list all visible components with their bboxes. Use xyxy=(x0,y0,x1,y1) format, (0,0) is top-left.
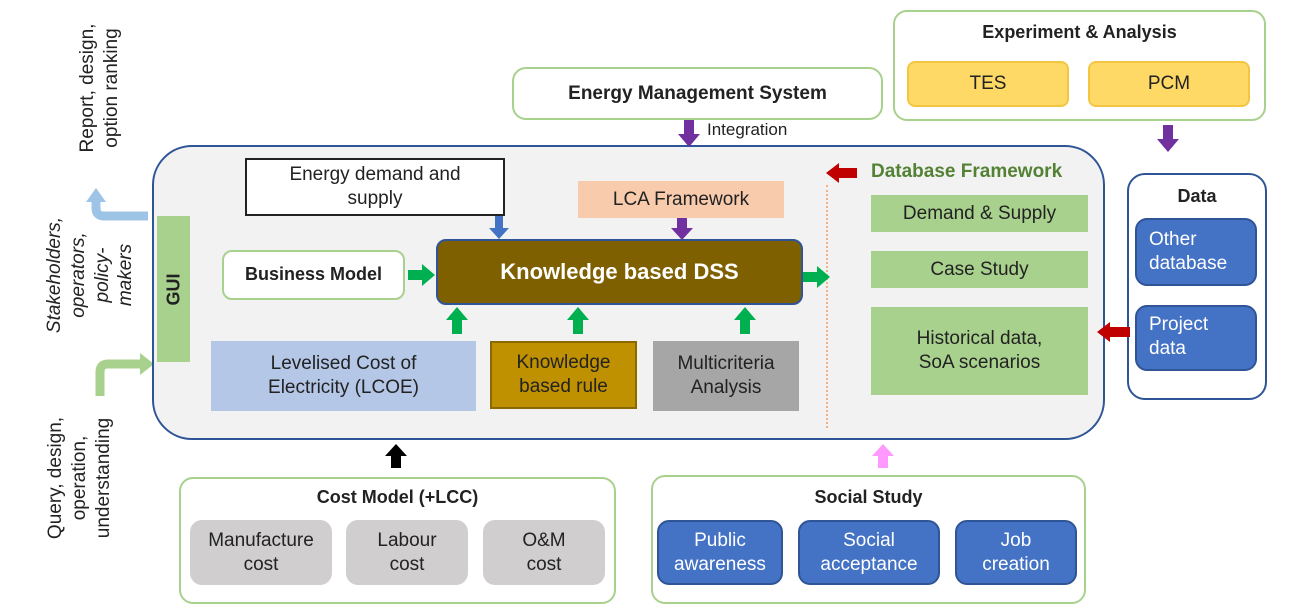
integration-label: Integration xyxy=(707,120,788,139)
social-acceptance-box[interactable]: Social acceptance xyxy=(798,520,940,585)
db-case-study[interactable]: Case Study xyxy=(871,251,1088,288)
multicriteria-to-dss-arrow xyxy=(734,307,756,334)
public-awareness-box[interactable]: Public awareness xyxy=(657,520,783,585)
rule-to-dss-arrow xyxy=(567,307,589,334)
users-label: Stakeholders, operators, policy- makers xyxy=(44,216,137,334)
cost-model-arrow xyxy=(385,444,407,468)
gui-panel[interactable]: GUI xyxy=(157,216,190,362)
pcm-box[interactable]: PCM xyxy=(1088,61,1250,107)
labour-cost-box[interactable]: Labour cost xyxy=(346,520,468,585)
input-arrow xyxy=(95,353,154,396)
energy-demand-box[interactable]: Energy demand and supply xyxy=(245,158,505,216)
business-model-box[interactable]: Business Model xyxy=(222,250,405,300)
project-data-box[interactable]: Project data xyxy=(1135,305,1257,371)
data-title: Data xyxy=(1177,186,1217,207)
energy-to-dss-arrow xyxy=(489,216,509,239)
input-label: Query, design, operation, understanding xyxy=(45,416,114,540)
database-framework-title: Database Framework xyxy=(871,161,1063,182)
knowledge-dss-box[interactable]: Knowledge based DSS xyxy=(436,239,803,305)
lca-to-dss-arrow xyxy=(671,218,693,240)
om-cost-box[interactable]: O&M cost xyxy=(483,520,605,585)
db-demand-supply[interactable]: Demand & Supply xyxy=(871,195,1088,232)
database-incoming-arrow xyxy=(826,163,857,183)
social-study-title: Social Study xyxy=(814,487,923,508)
output-arrow xyxy=(86,188,148,221)
energy-management-system-box[interactable]: Energy Management System xyxy=(512,67,883,120)
social-study-arrow xyxy=(872,444,894,468)
output-label: Report, design, option ranking xyxy=(77,23,122,153)
manufacture-cost-box[interactable]: Manufacture cost xyxy=(190,520,332,585)
other-database-box[interactable]: Other database xyxy=(1135,218,1257,286)
lca-framework-box[interactable]: LCA Framework xyxy=(578,181,784,218)
gui-label: GUI xyxy=(163,272,184,306)
job-creation-box[interactable]: Job creation xyxy=(955,520,1077,585)
dss-to-database-arrow xyxy=(803,266,830,288)
db-historical-data[interactable]: Historical data, SoA scenarios xyxy=(871,307,1088,395)
integration-arrow xyxy=(678,120,700,147)
lcoe-box[interactable]: Levelised Cost of Electricity (LCOE) xyxy=(211,341,476,411)
business-to-dss-arrow xyxy=(408,264,435,286)
tes-box[interactable]: TES xyxy=(907,61,1069,107)
experiment-analysis-title: Experiment & Analysis xyxy=(982,22,1177,43)
knowledge-rule-box[interactable]: Knowledge based rule xyxy=(490,341,637,409)
database-separator xyxy=(826,185,828,428)
cost-model-title: Cost Model (+LCC) xyxy=(316,487,479,508)
lcoe-to-dss-arrow xyxy=(446,307,468,334)
experiment-to-data-arrow xyxy=(1157,125,1179,152)
multicriteria-box[interactable]: Multicriteria Analysis xyxy=(653,341,799,411)
data-to-database-arrow xyxy=(1097,322,1130,342)
